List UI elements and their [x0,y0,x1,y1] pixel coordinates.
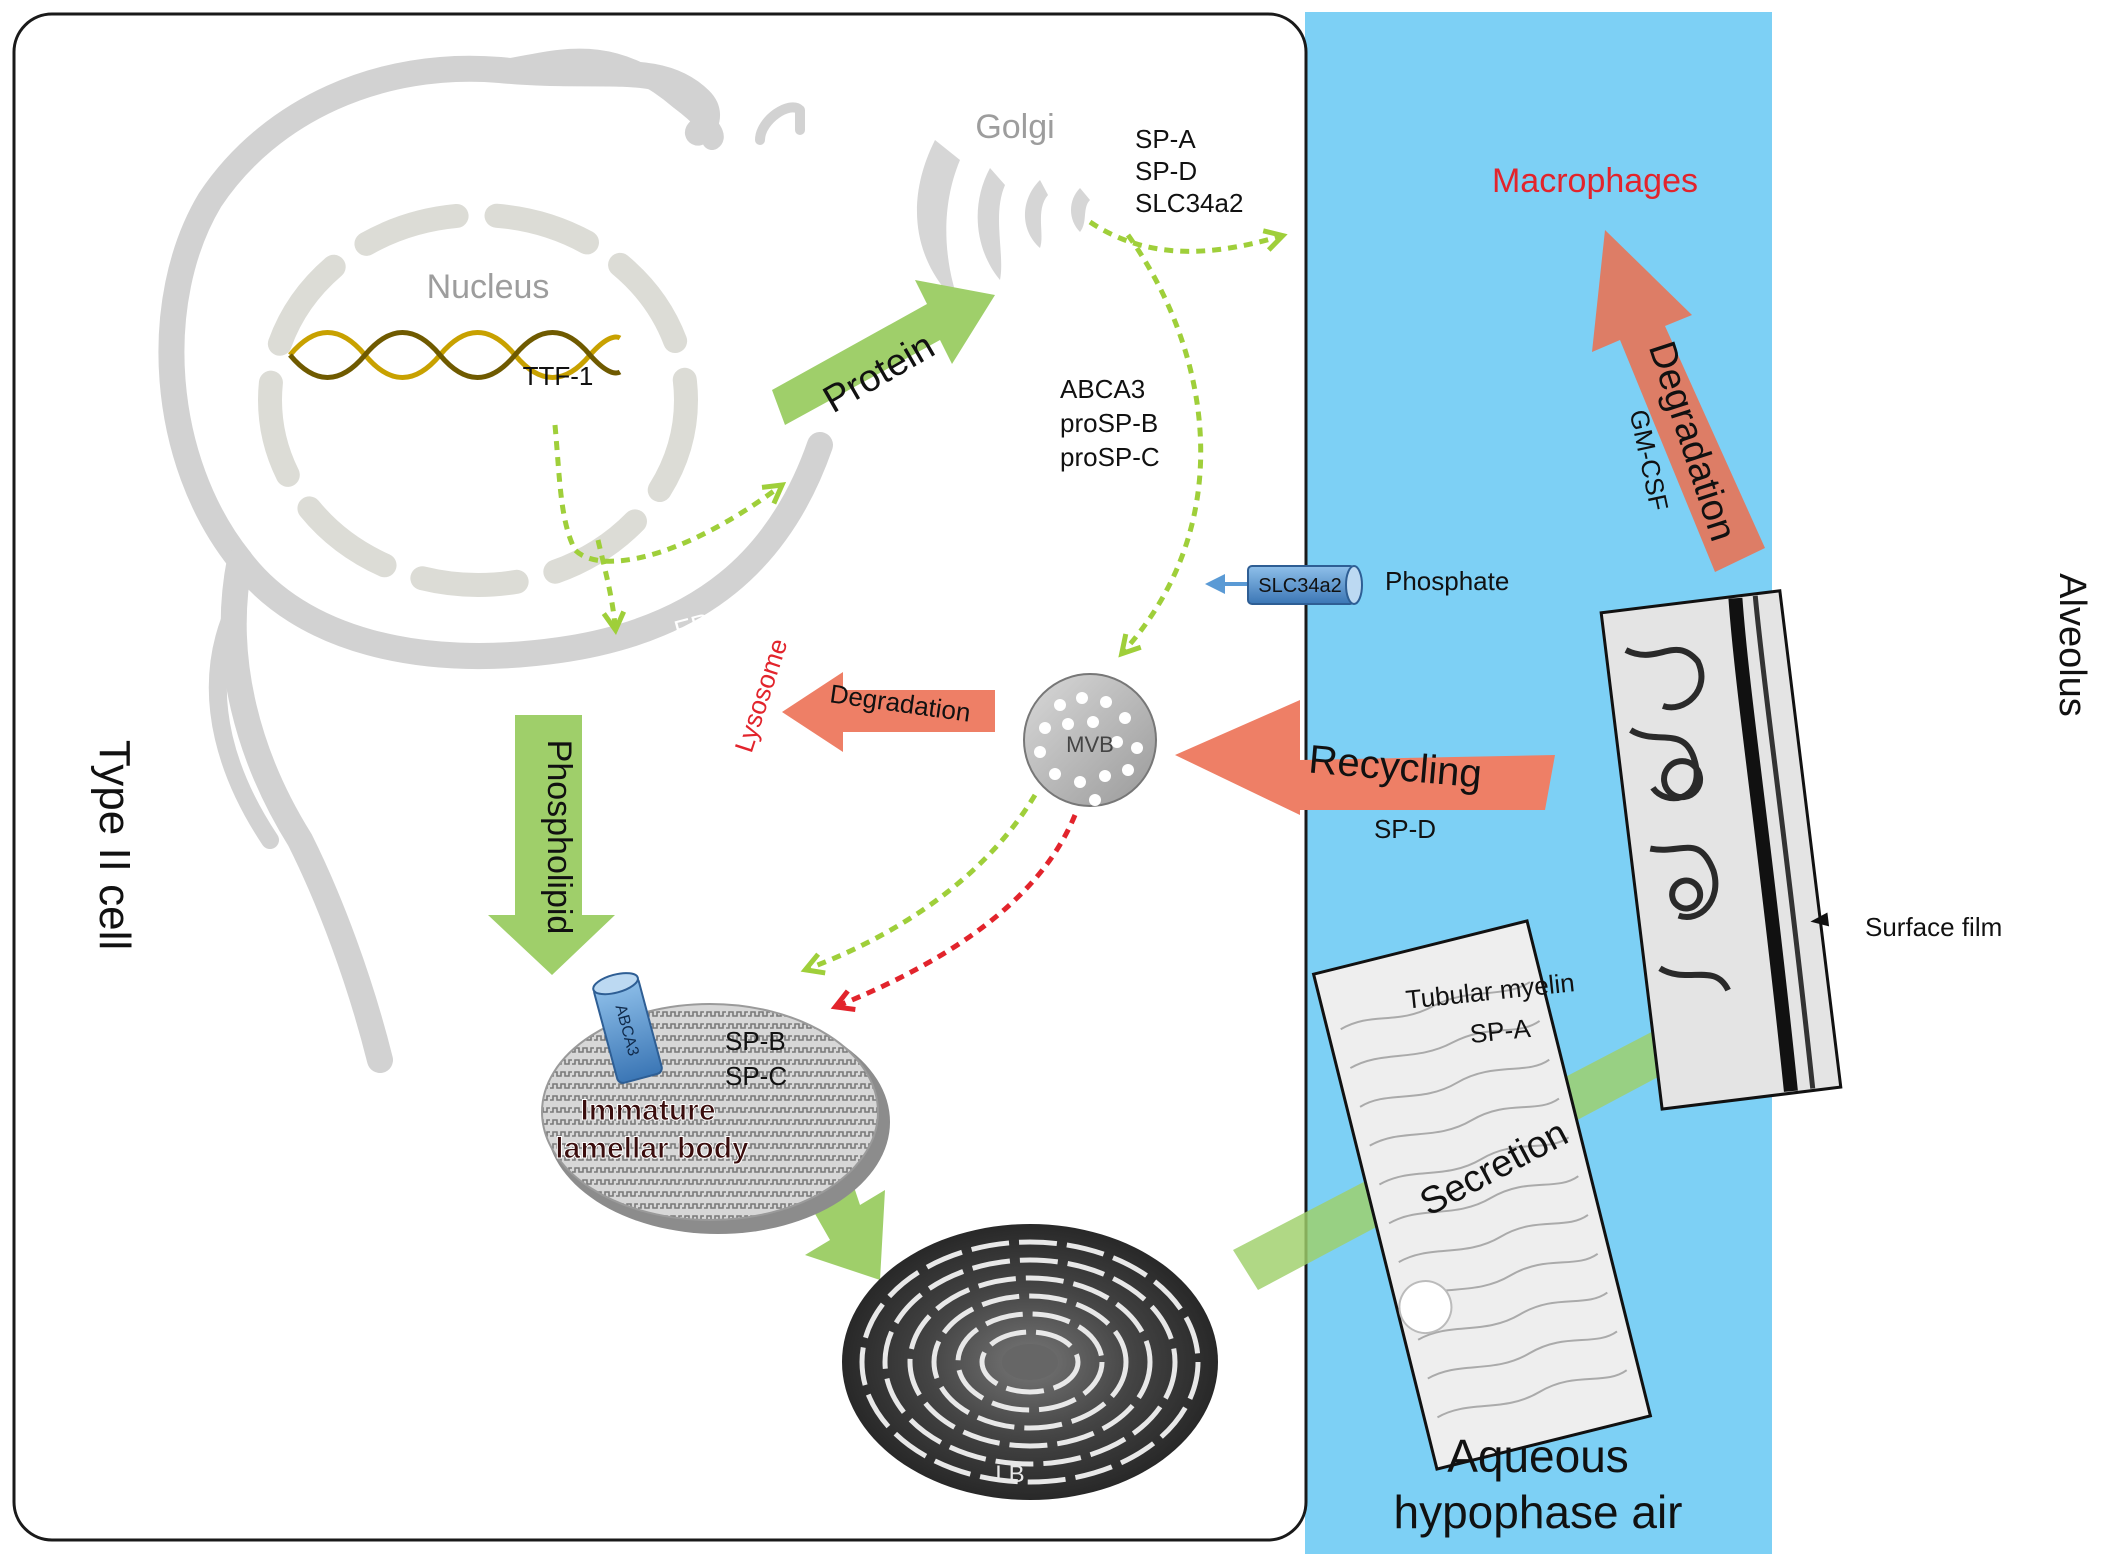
degradation-arrow-cell [782,672,995,752]
golgi-secreted-sp-d: SP-D [1135,156,1197,186]
immature-body-line2: lamellar body [555,1132,749,1165]
abca3-group-prosp-c: proSP-C [1060,442,1160,472]
nucleus-envelope [258,203,698,597]
golgi-secreted-slc34a2: SLC34a2 [1135,188,1243,218]
dna-helix-icon [288,330,622,380]
nucleus-label: Nucleus [427,268,550,306]
surface-film-micrograph [1599,589,1843,1111]
alveolus-label: Alveolus [2051,573,2093,717]
golgi-secretion-dashed-arrow [1088,219,1288,254]
ttf1-label: TTF-1 [523,361,594,391]
degradation-arrow-alveolus [1592,230,1765,572]
golgi-label: Golgi [975,108,1054,146]
abca3-transporter [592,972,663,1084]
aqueous-label-line1: Aqueous [1447,1430,1629,1482]
ttf1-to-er-dashed-arrow [552,424,787,564]
aqueous-label-line2: hypophase air [1394,1486,1683,1538]
mvb-label: MVB [1066,732,1114,757]
mvb-to-immature-red-dashed-arrow [830,814,1078,1012]
phospholipid-arrow [488,715,615,975]
abca3-group-prosp-b: proSP-B [1060,408,1158,438]
macrophages-label: Macrophages [1492,162,1698,200]
ttf1-to-nucleus-dashed-arrow [595,539,626,635]
protein-arrow [772,280,995,425]
phospholipid-arrow-label: Phospholipid [540,740,578,935]
mvb-to-immature-green-dashed-arrow [800,793,1038,976]
type-ii-cell-label: Type II cell [90,740,139,950]
immature-sp-c: SP-C [725,1061,787,1091]
er-network [158,48,833,1073]
lysosome-label: Lysosome [729,635,794,756]
lamellar-body-lb [842,1224,1218,1500]
phosphate-label: Phosphate [1385,566,1509,596]
surface-film-label: Surface film [1865,912,2002,942]
immature-sp-b: SP-B [725,1026,786,1056]
golgi-secreted-sp-a: SP-A [1135,124,1196,154]
abca3-group-abca3: ABCA3 [1060,374,1145,404]
slc34a2-label: SLC34a2 [1258,575,1341,597]
recycling-sp-d-label: SP-D [1374,814,1436,844]
slc34a2-transporter [1205,565,1363,605]
lb-label: LB [995,1461,1024,1488]
golgi-apparatus [916,140,1090,305]
immature-body-line1: Immature [580,1094,715,1127]
recycling-arrow [1175,700,1555,815]
tubular-myelin-micrograph [1311,919,1653,1471]
mvb-body [1023,673,1157,807]
tubular-myelin-sp-a: SP-A [1468,1013,1532,1049]
